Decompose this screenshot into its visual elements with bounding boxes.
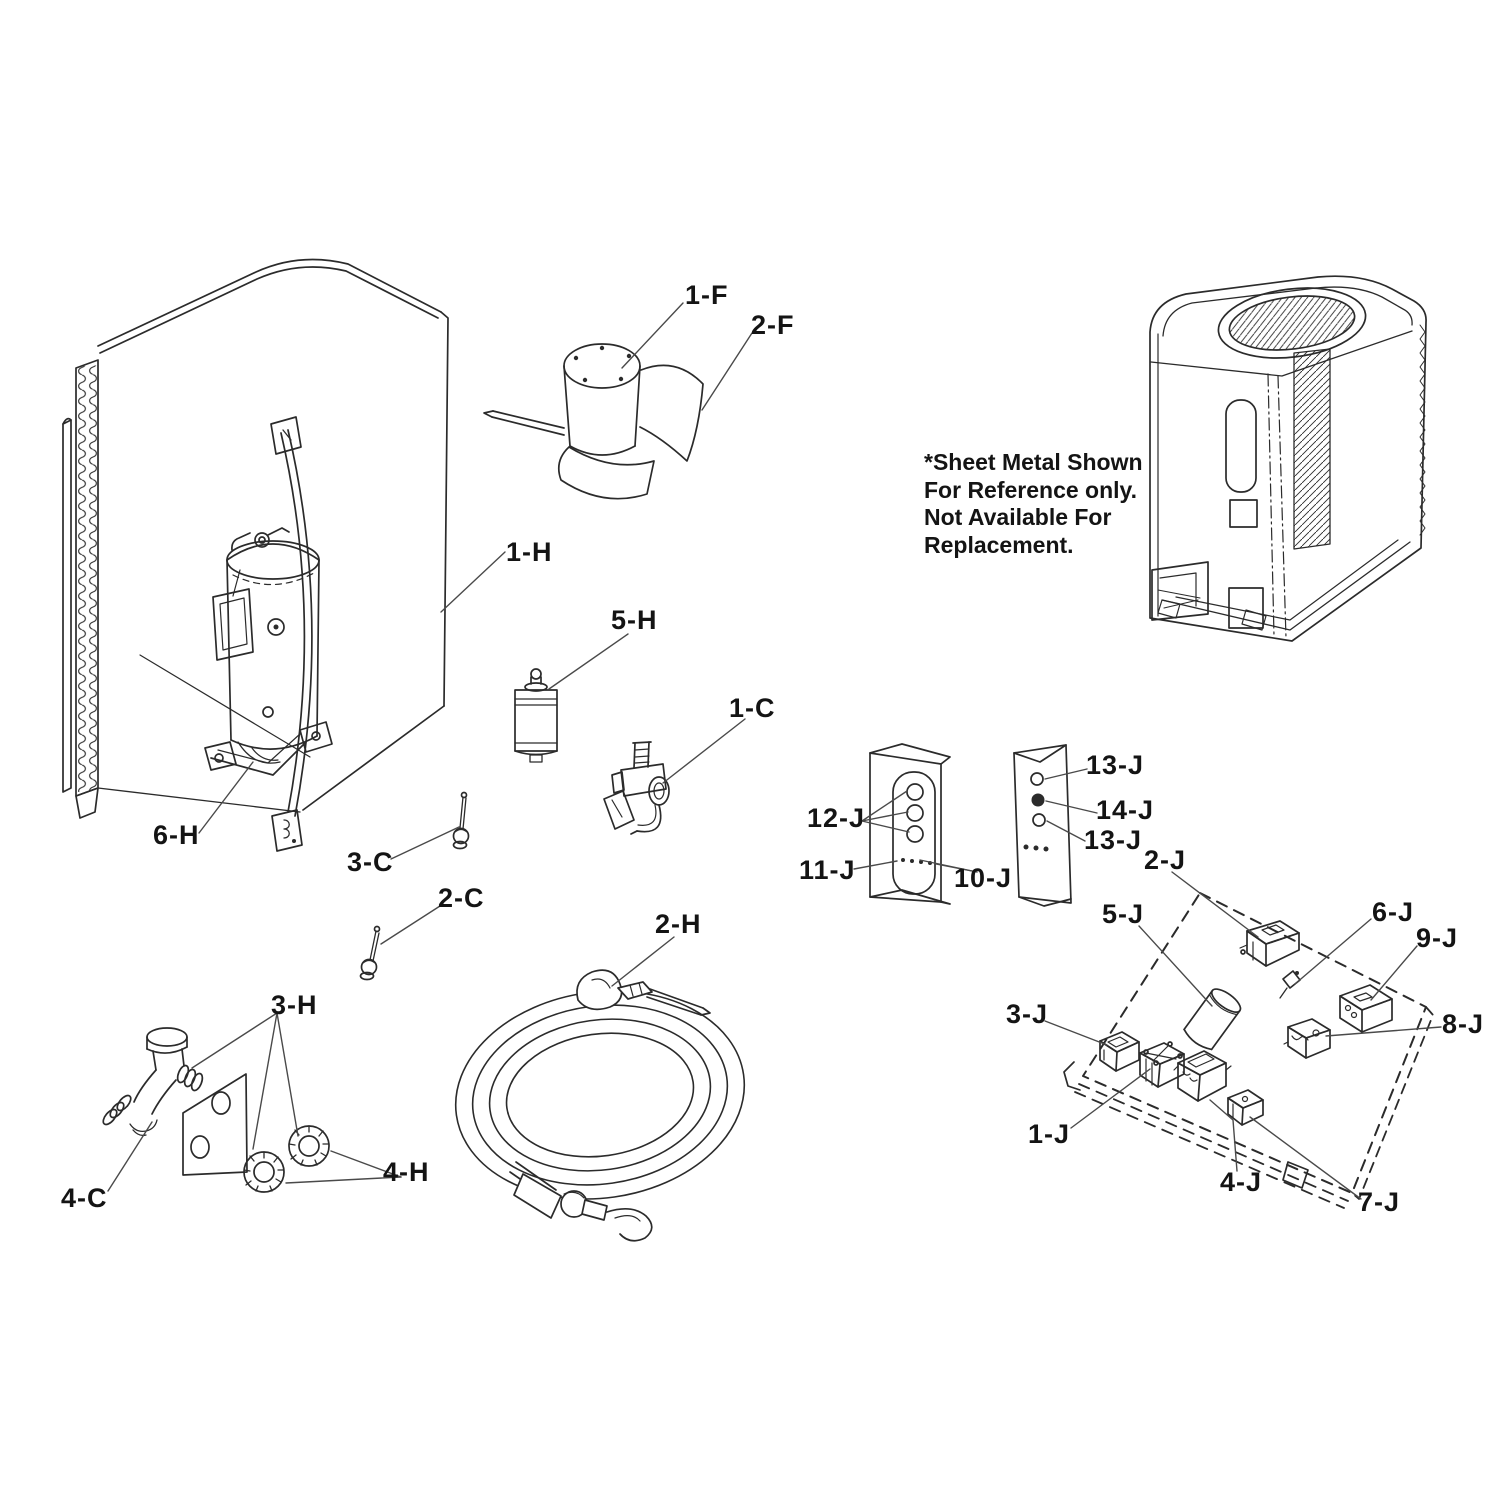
part-label-4-j: 4-J bbox=[1220, 1167, 1263, 1197]
part-label-13-j-bottom: 13-J bbox=[1084, 825, 1143, 855]
part-label-7-j: 7-J bbox=[1358, 1187, 1401, 1217]
water-manifold-drawing bbox=[102, 1027, 248, 1176]
part-label-11-j: 11-J bbox=[799, 855, 856, 885]
part-label-3-h: 3-H bbox=[271, 990, 318, 1020]
valve-1c-drawing bbox=[603, 741, 670, 835]
part-label-13-j-top: 13-J bbox=[1086, 750, 1145, 780]
capacitor-5j-drawing bbox=[1183, 988, 1242, 1051]
relay-9j-drawing bbox=[1339, 984, 1393, 1033]
valve-core-3c-drawing bbox=[452, 791, 470, 850]
part-label-8-j: 8-J bbox=[1442, 1009, 1485, 1039]
control-panel-drawing bbox=[1063, 892, 1434, 1209]
switch-7j-drawing bbox=[1227, 1089, 1264, 1126]
relay-3j-drawing bbox=[1099, 1031, 1140, 1072]
valve-core-2c-drawing bbox=[359, 925, 381, 981]
note-line: Not Available For bbox=[924, 504, 1112, 530]
part-label-4-c: 4-C bbox=[61, 1183, 108, 1213]
filter-drier-drawing bbox=[514, 668, 558, 763]
part-label-6-h: 6-H bbox=[153, 820, 200, 850]
part-label-10-j: 10-J bbox=[954, 863, 1013, 893]
part-label-12-j: 12-J bbox=[807, 803, 866, 833]
contactor-1j-drawing bbox=[1139, 1041, 1185, 1088]
part-label-3-c: 3-C bbox=[347, 847, 394, 877]
fan-motor-drawing bbox=[483, 343, 641, 456]
part-label-2-j: 2-J bbox=[1144, 845, 1187, 875]
note-line: Replacement. bbox=[924, 531, 1074, 558]
part-label-5-j: 5-J bbox=[1102, 899, 1145, 929]
cabinet-drawing bbox=[1149, 275, 1427, 642]
transformer-2j-drawing bbox=[1239, 920, 1300, 967]
part-label-1-h: 1-H bbox=[506, 537, 553, 567]
fan-blade-drawing bbox=[557, 364, 704, 500]
union-nuts-drawing bbox=[243, 1125, 330, 1193]
part-label-3-j: 3-J bbox=[1006, 999, 1049, 1029]
evaporator-panel-drawing bbox=[62, 258, 449, 852]
contactor-4j-drawing bbox=[1173, 1050, 1232, 1102]
leader-lines bbox=[107, 302, 1442, 1200]
part-label-9-j: 9-J bbox=[1416, 923, 1459, 953]
part-label-5-h: 5-H bbox=[611, 605, 658, 635]
bracket-right-drawing bbox=[1013, 744, 1072, 907]
part-label-2-h: 2-H bbox=[655, 909, 702, 939]
sensor-6j-drawing bbox=[1279, 970, 1301, 999]
sheet-metal-note: *Sheet Metal Shown For Reference only. N… bbox=[924, 449, 1154, 559]
part-label-14-j: 14-J bbox=[1096, 795, 1155, 825]
heat-exchanger-coil-drawing bbox=[454, 969, 746, 1242]
compressor-drawing bbox=[204, 527, 333, 776]
note-line: For Reference only. bbox=[924, 476, 1138, 503]
part-label-4-h: 4-H bbox=[383, 1157, 430, 1187]
part-label-1-f: 1-F bbox=[685, 280, 729, 310]
part-label-1-c: 1-C bbox=[729, 693, 776, 723]
part-label-6-j: 6-J bbox=[1372, 897, 1415, 927]
bracket-left-drawing bbox=[869, 743, 951, 905]
terminal-block-8j-drawing bbox=[1283, 1018, 1331, 1059]
part-label-2-f: 2-F bbox=[751, 310, 795, 340]
part-label-2-c: 2-C bbox=[438, 883, 485, 913]
part-label-1-j: 1-J bbox=[1028, 1119, 1071, 1149]
note-line: *Sheet Metal Shown bbox=[924, 449, 1143, 475]
